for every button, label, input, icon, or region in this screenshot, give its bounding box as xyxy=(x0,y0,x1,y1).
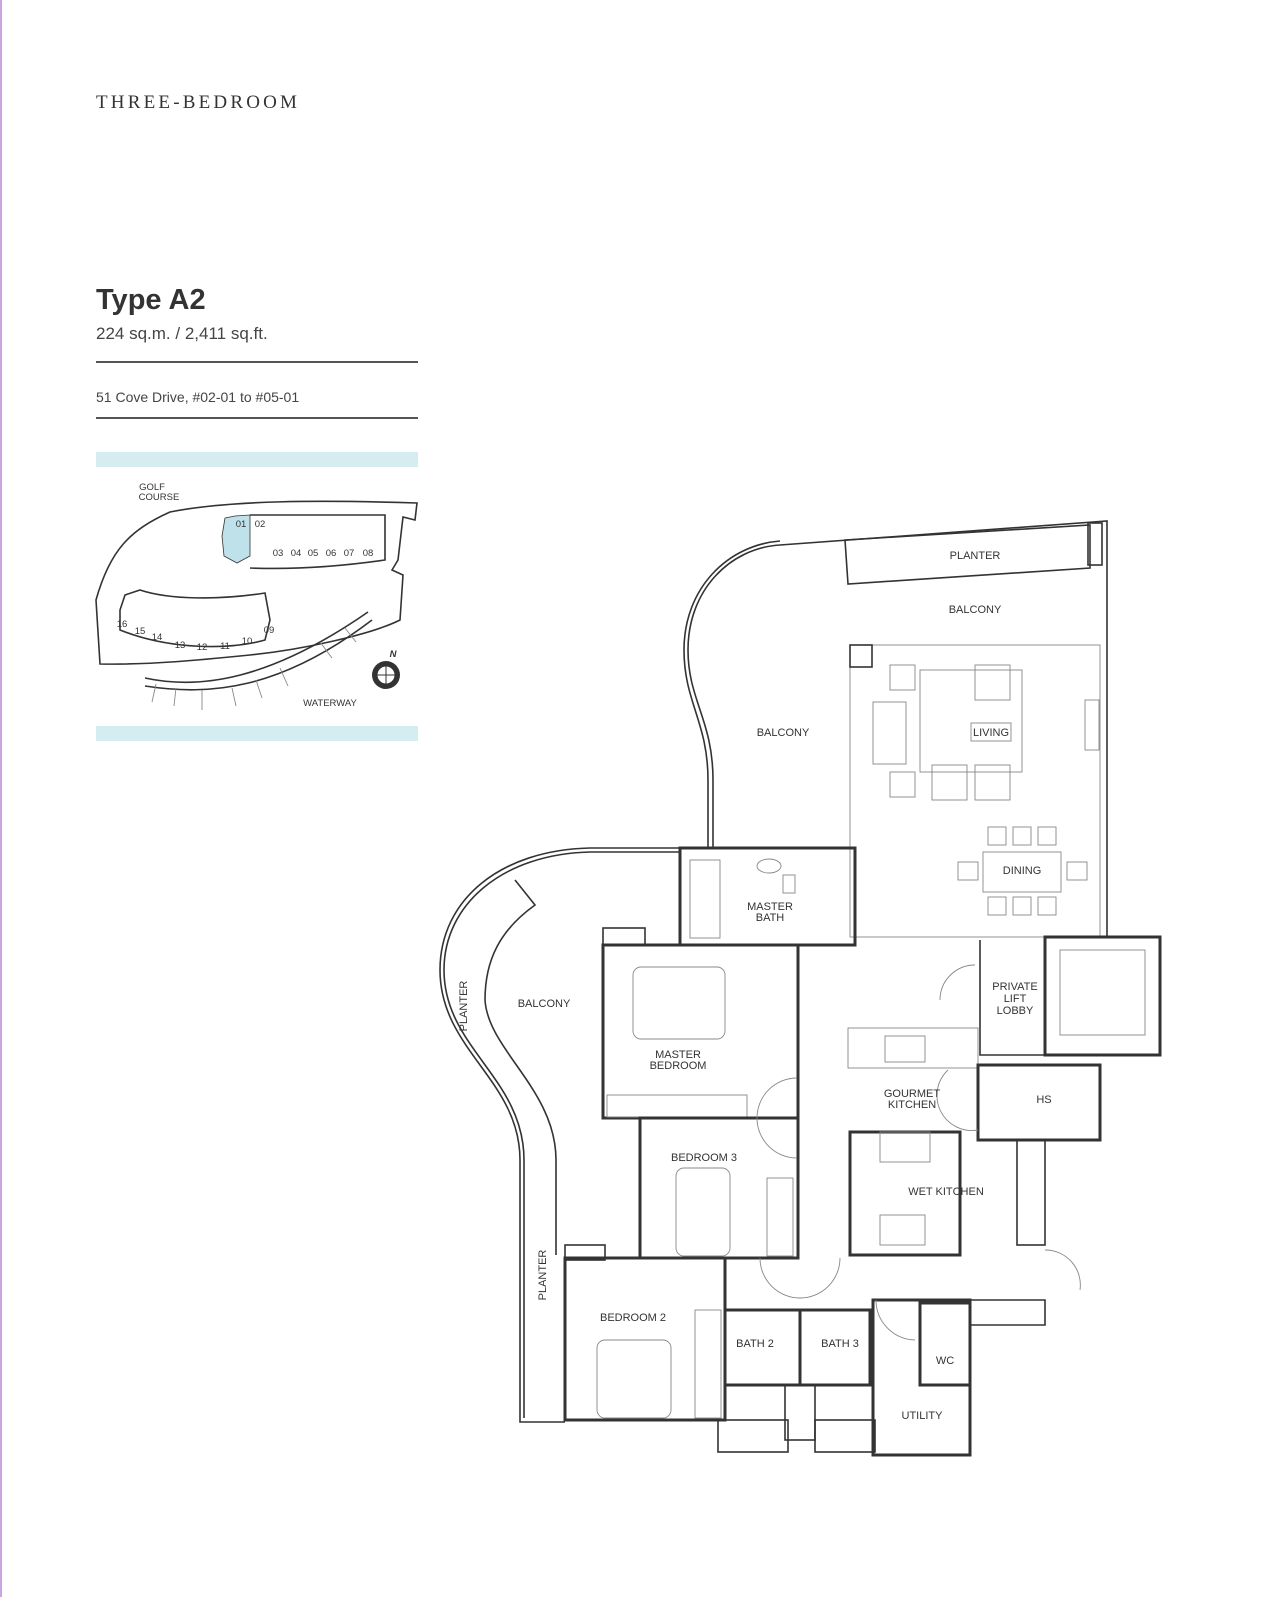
unit-number: 09 xyxy=(264,625,275,636)
balcony-top-label: BALCONY xyxy=(949,604,1002,616)
unit-number: 15 xyxy=(135,626,146,637)
unit-number: 07 xyxy=(344,548,355,559)
site-boundary xyxy=(95,500,418,665)
unit-number: 01 xyxy=(236,519,247,530)
bedroom-3-room xyxy=(638,1116,800,1260)
page-edge xyxy=(0,0,2,1597)
bath-3-label: BATH 3 xyxy=(821,1338,859,1350)
balcony-left-label: BALCONY xyxy=(518,998,571,1010)
master-bedroom-room xyxy=(601,943,800,1120)
jetties xyxy=(151,627,357,710)
key-plan: N GOLF COURSE WATERWAY 01 02 03 04 05 06… xyxy=(95,482,418,710)
unit-number: 11 xyxy=(220,641,230,652)
outer-wall-upper xyxy=(687,520,1108,938)
unit-number: 08 xyxy=(363,548,374,559)
unit-type-title: Type A2 xyxy=(96,284,206,316)
outer-wall-left xyxy=(439,847,680,1423)
unit-number: 12 xyxy=(197,642,208,653)
golf-course-label: GOLF xyxy=(139,482,165,493)
bedroom-2-room xyxy=(563,1256,727,1422)
lift-shaft xyxy=(1043,935,1162,1057)
unit-address: 51 Cove Drive, #02-01 to #05-01 xyxy=(96,389,300,405)
living-label: LIVING xyxy=(973,727,1009,739)
block-north xyxy=(249,514,386,570)
golf-course-label: COURSE xyxy=(139,492,180,503)
hs-label: HS xyxy=(1036,1094,1051,1106)
unit-area: 224 sq.m. / 2,411 sq.ft. xyxy=(96,324,268,343)
unit-01-highlight xyxy=(221,514,251,564)
living-dining-area xyxy=(849,644,1101,938)
block-south xyxy=(119,589,271,648)
living-furniture xyxy=(872,664,1100,916)
unit-number: 10 xyxy=(242,636,253,647)
waterway-label: WATERWAY xyxy=(303,698,357,709)
floor-plan: PLANTER BALCONY BALCONY LIVING DINING MA… xyxy=(439,520,1162,1457)
planter-lower-label: PLANTER xyxy=(537,1250,549,1301)
planter-top-label: PLANTER xyxy=(950,550,1001,562)
bedroom-2-label: BEDROOM 2 xyxy=(600,1312,666,1324)
unit-number: 02 xyxy=(255,519,266,530)
wet-kitchen-counter xyxy=(1016,1139,1046,1246)
wc-room xyxy=(918,1301,972,1387)
waterway-promenade xyxy=(144,611,373,691)
unit-number: 03 xyxy=(273,548,284,559)
planter-box-top xyxy=(844,524,1091,585)
divider xyxy=(96,417,418,419)
kitchen-island xyxy=(847,1027,979,1069)
lift-lobby-label: LOBBY xyxy=(997,1005,1034,1017)
balcony-mid-label: BALCONY xyxy=(757,727,810,739)
bath-3-room xyxy=(798,1308,872,1387)
gourmet-kitchen-label: KITCHEN xyxy=(888,1099,936,1111)
wc-label: WC xyxy=(936,1355,954,1367)
key-plan-band-top xyxy=(96,452,418,467)
unit-number: 04 xyxy=(291,548,302,559)
master-bath-room xyxy=(678,846,857,947)
door-swings xyxy=(756,964,1081,1341)
planter-left-label: PLANTER xyxy=(458,981,470,1032)
unit-number: 05 xyxy=(308,548,319,559)
category-heading: THREE-BEDROOM xyxy=(96,92,301,113)
unit-number: 06 xyxy=(326,548,337,559)
lift-lobby-label: LIFT xyxy=(1004,993,1027,1005)
unit-number: 16 xyxy=(117,619,128,630)
unit-number: 14 xyxy=(152,632,163,643)
bedroom-3-label: BEDROOM 3 xyxy=(671,1152,737,1164)
utility-label: UTILITY xyxy=(902,1410,944,1422)
lift-lobby-wall xyxy=(979,940,1045,1056)
master-bedroom-label: MASTER xyxy=(655,1049,701,1061)
master-bedroom-label: BEDROOM xyxy=(650,1060,707,1072)
wet-kitchen-label: WET KITCHEN xyxy=(908,1186,984,1198)
planter-left xyxy=(484,879,557,1255)
gourmet-kitchen-label: GOURMET xyxy=(884,1088,941,1100)
north-label: N xyxy=(390,649,398,660)
unit-number: 13 xyxy=(175,640,186,651)
bath-2-label: BATH 2 xyxy=(736,1338,774,1350)
divider xyxy=(96,361,418,363)
master-bath-label: BATH xyxy=(756,912,785,924)
key-plan-band-bottom xyxy=(96,726,418,741)
master-bath-label: MASTER xyxy=(747,901,793,913)
lift-lobby-label: PRIVATE xyxy=(992,981,1037,993)
dining-label: DINING xyxy=(1003,865,1042,877)
